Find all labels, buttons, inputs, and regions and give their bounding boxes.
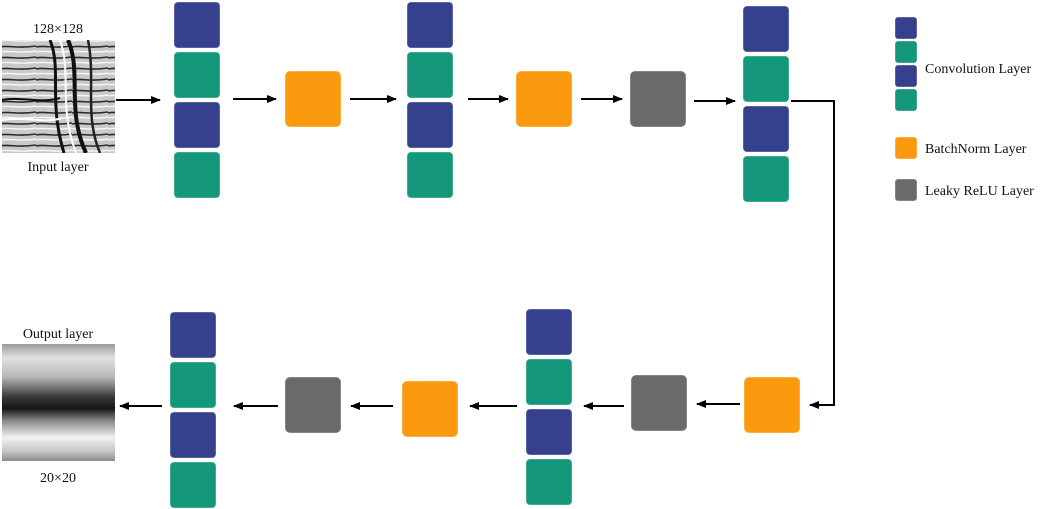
convolution-layer	[173, 151, 221, 199]
convolution-layer	[894, 64, 918, 88]
batchnorm-layer-3	[743, 376, 801, 434]
output-size-label: 20×20	[40, 471, 76, 486]
input-seismic-image	[2, 40, 115, 153]
legend: Convolution Layer BatchNorm Layer Leaky …	[894, 16, 1034, 202]
leaky-relu-layer-1	[629, 70, 687, 128]
convolution-layer	[169, 361, 217, 409]
batchnorm-layer-2	[515, 70, 573, 128]
flow-arrows	[116, 95, 835, 410]
convolution-layer	[173, 101, 221, 149]
batchnorm-layer-1	[284, 70, 342, 128]
convolution-layer	[894, 16, 918, 40]
output-layer-title: Output layer	[23, 327, 94, 342]
convolution-layer	[742, 105, 790, 153]
convolution-layer	[406, 1, 454, 49]
convolution-layer	[169, 311, 217, 359]
leaky-relu-layer-3	[284, 376, 342, 434]
legend-convolution-label: Convolution Layer	[925, 62, 1031, 77]
convolution-layer	[173, 51, 221, 99]
conv-block-4	[525, 308, 573, 506]
input-size-label: 128×128	[33, 22, 83, 37]
legend-batchnorm-label: BatchNorm Layer	[925, 142, 1027, 157]
conv-block-5	[169, 311, 217, 509]
convolution-layer	[406, 151, 454, 199]
conv-block-2	[406, 1, 454, 199]
input-layer-caption: Input layer	[27, 160, 88, 175]
convolution-layer	[173, 1, 221, 49]
convolution-layer	[525, 308, 573, 356]
convolution-layer	[525, 408, 573, 456]
convolution-layer	[169, 461, 217, 509]
convolution-layer	[406, 101, 454, 149]
output-image	[2, 344, 115, 461]
convolution-layer	[525, 358, 573, 406]
convolution-layer	[406, 51, 454, 99]
batchnorm-layer-4	[401, 380, 459, 438]
convolution-layer	[742, 55, 790, 103]
conv-block-3	[742, 5, 790, 203]
legend-leaky-relu-label: Leaky ReLU Layer	[925, 184, 1034, 199]
convolution-layer	[742, 155, 790, 203]
legend-batchnorm-swatch	[894, 136, 918, 160]
convolution-layer	[169, 411, 217, 459]
conv-block-1	[173, 1, 221, 199]
convolution-layer	[742, 5, 790, 53]
connector-arrow	[791, 100, 835, 409]
convolution-layer	[894, 88, 918, 112]
convolution-layer	[525, 458, 573, 506]
leaky-relu-layer-2	[630, 374, 688, 432]
legend-leaky-relu-swatch	[894, 178, 918, 202]
convolution-layer	[894, 40, 918, 64]
